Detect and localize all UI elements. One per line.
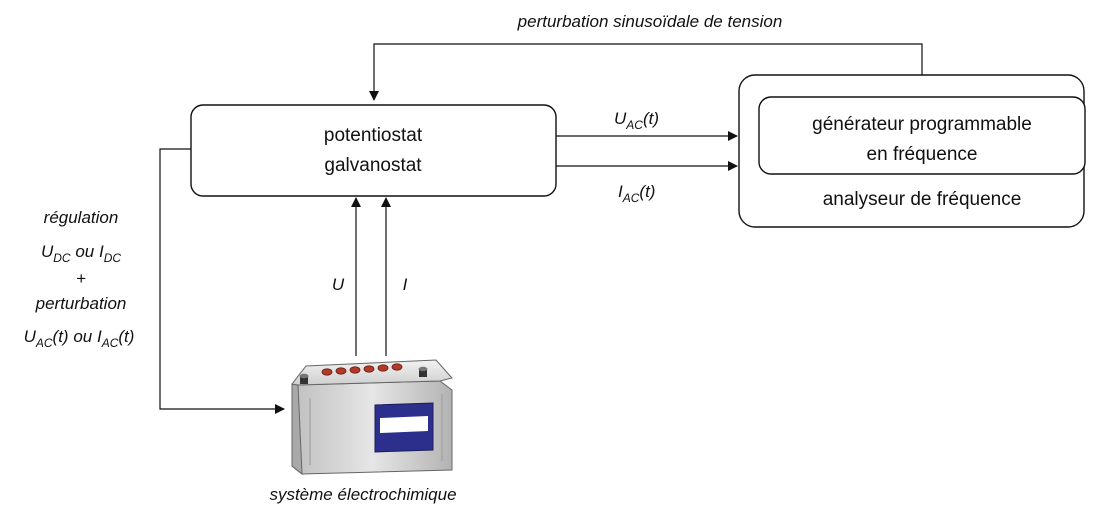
u-ac-label: UAC(t) bbox=[614, 109, 659, 132]
generator-box bbox=[758, 96, 1086, 175]
regulation-line1: régulation bbox=[44, 208, 119, 227]
analyzer-label: analyseur de fréquence bbox=[823, 189, 1022, 210]
potentiostat-label-2: galvanostat bbox=[324, 155, 422, 176]
car-battery-icon bbox=[291, 359, 453, 476]
feedback-line bbox=[369, 43, 923, 101]
regulation-line bbox=[159, 148, 285, 414]
potentiostat-label-1: potentiostat bbox=[324, 125, 423, 146]
i-ac-label: IAC(t) bbox=[618, 182, 655, 205]
regulation-line5: UAC(t) ou IAC(t) bbox=[24, 327, 135, 350]
regulation-line2: UDC ou IDC bbox=[41, 242, 121, 265]
regulation-line3: + bbox=[76, 269, 86, 288]
i-arrow-label: I bbox=[403, 275, 408, 294]
u-arrow-label: U bbox=[332, 275, 345, 294]
battery-caption: système électrochimique bbox=[269, 485, 456, 504]
generator-label-2: en fréquence bbox=[867, 144, 978, 165]
regulation-line4: perturbation bbox=[35, 294, 127, 313]
top-label: perturbation sinusoïdale de tension bbox=[517, 12, 783, 31]
potentiostat-box bbox=[190, 104, 557, 197]
regulation-label: régulation UDC ou IDC + perturbation UAC… bbox=[24, 208, 135, 350]
generator-label-1: générateur programmable bbox=[812, 114, 1032, 135]
